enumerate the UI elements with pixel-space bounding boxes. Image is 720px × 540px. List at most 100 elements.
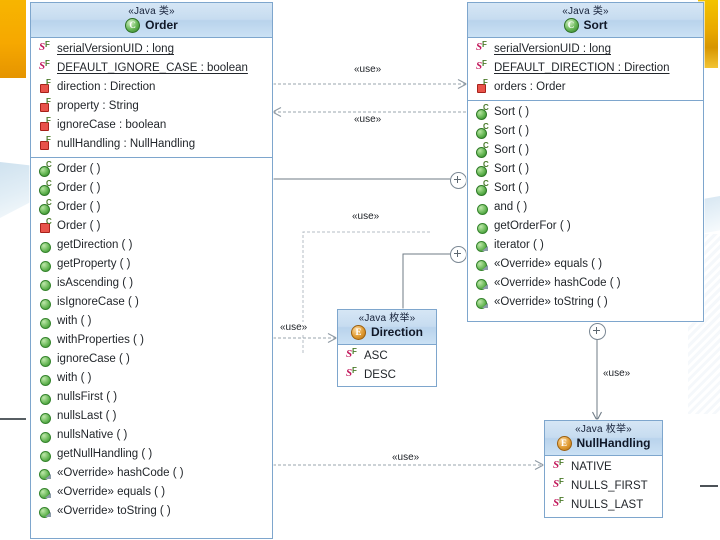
field-row[interactable]: nullHandling : NullHandling (31, 135, 272, 154)
field-compartment-order: serialVersionUID : long DEFAULT_IGNORE_C… (31, 38, 272, 157)
class-title-order: C Order (31, 18, 272, 33)
private-constructor-icon (39, 217, 52, 233)
method-row[interactable]: Sort ( ) (468, 179, 703, 198)
private-field-icon (39, 116, 52, 132)
field-row[interactable]: serialVersionUID : long (468, 40, 703, 59)
method-row[interactable]: ignoreCase ( ) (31, 350, 272, 369)
method-label: nullsLast ( ) (57, 410, 117, 422)
enum-stereotype-direction: «Java 枚举» (358, 313, 416, 324)
public-method-icon (39, 448, 52, 462)
field-label: nullHandling : NullHandling (57, 138, 196, 150)
relation-label-sort-to-direction: «use» (278, 322, 310, 334)
method-label: Sort ( ) (494, 163, 530, 175)
enum-box-nullhandling[interactable]: «Java 枚举» E NullHandling NATIVE NULLS_FI… (544, 420, 663, 518)
method-row[interactable]: «Override» hashCode ( ) (468, 274, 703, 293)
enum-constant-label: DESC (364, 369, 396, 381)
public-method-icon (39, 353, 52, 367)
nested-node-sort-direction[interactable] (450, 246, 467, 263)
method-row[interactable]: isIgnoreCase ( ) (31, 293, 272, 312)
field-row[interactable]: property : String (31, 97, 272, 116)
nested-node-sort-nullhandling[interactable] (589, 323, 606, 340)
method-label: getOrderFor ( ) (494, 220, 571, 232)
method-row[interactable]: getNullHandling ( ) (31, 445, 272, 464)
method-label: Order ( ) (57, 163, 101, 175)
public-constructor-icon (476, 141, 489, 158)
method-row[interactable]: withProperties ( ) (31, 331, 272, 350)
override-method-icon (39, 486, 52, 499)
method-row[interactable]: Order ( ) (31, 198, 272, 217)
enum-title-direction: E Direction (338, 325, 436, 340)
class-header-sort: «Java 类» C Sort (468, 3, 703, 38)
method-label: «Override» hashCode ( ) (494, 277, 621, 289)
enum-constant-row[interactable]: ASC (338, 347, 436, 366)
enum-constant-row[interactable]: DESC (338, 366, 436, 385)
enum-constant-row[interactable]: NATIVE (545, 458, 662, 477)
method-label: «Override» equals ( ) (494, 258, 603, 270)
method-row[interactable]: Order ( ) (31, 160, 272, 179)
private-field-icon (39, 97, 52, 113)
enum-stereotype-nullhandling: «Java 枚举» (575, 424, 632, 435)
method-label: and ( ) (494, 201, 528, 213)
method-label: with ( ) (57, 372, 92, 384)
method-row[interactable]: «Override» equals ( ) (468, 255, 703, 274)
method-row[interactable]: isAscending ( ) (31, 274, 272, 293)
override-method-icon (476, 239, 489, 252)
method-row[interactable]: «Override» equals ( ) (31, 483, 272, 502)
public-method-icon (39, 334, 52, 348)
field-compartment-sort: serialVersionUID : long DEFAULT_DIRECTIO… (468, 38, 703, 100)
field-row[interactable]: ignoreCase : boolean (31, 116, 272, 135)
static-field-icon (39, 40, 52, 56)
method-row[interactable]: nullsFirst ( ) (31, 388, 272, 407)
class-title-sort: C Sort (468, 18, 703, 33)
field-label: direction : Direction (57, 81, 156, 93)
field-row[interactable]: DEFAULT_IGNORE_CASE : boolean (31, 59, 272, 78)
method-label: Order ( ) (57, 201, 101, 213)
method-row[interactable]: Sort ( ) (468, 160, 703, 179)
java-class-icon: C (563, 18, 579, 33)
public-method-icon (39, 315, 52, 329)
public-method-icon (39, 391, 52, 405)
method-label: «Override» toString ( ) (494, 296, 608, 308)
method-row[interactable]: «Override» hashCode ( ) (31, 464, 272, 483)
method-row[interactable]: «Override» toString ( ) (468, 293, 703, 312)
method-row[interactable]: Order ( ) (31, 217, 272, 236)
enum-header-direction: «Java 枚举» E Direction (338, 310, 436, 345)
constant-compartment-nullhandling: NATIVE NULLS_FIRST NULLS_LAST (545, 456, 662, 518)
method-row[interactable]: and ( ) (468, 198, 703, 217)
method-label: «Override» hashCode ( ) (57, 467, 184, 479)
method-label: nullsFirst ( ) (57, 391, 118, 403)
enum-constant-label: NULLS_LAST (571, 499, 644, 511)
method-row[interactable]: getProperty ( ) (31, 255, 272, 274)
field-row[interactable]: serialVersionUID : long (31, 40, 272, 59)
enum-constant-row[interactable]: NULLS_LAST (545, 496, 662, 515)
method-row[interactable]: Sort ( ) (468, 103, 703, 122)
relation-label-order-to-sort: «use» (352, 64, 384, 76)
field-row[interactable]: direction : Direction (31, 78, 272, 97)
enum-box-direction[interactable]: «Java 枚举» E Direction ASC DESC (337, 309, 437, 387)
method-row[interactable]: getOrderFor ( ) (468, 217, 703, 236)
method-row[interactable]: getDirection ( ) (31, 236, 272, 255)
method-row[interactable]: «Override» toString ( ) (31, 502, 272, 521)
method-row[interactable]: Sort ( ) (468, 122, 703, 141)
enum-constant-row[interactable]: NULLS_FIRST (545, 477, 662, 496)
enum-header-nullhandling: «Java 枚举» E NullHandling (545, 421, 662, 456)
class-box-order[interactable]: «Java 类» C Order serialVersionUID : long… (30, 2, 273, 539)
field-row[interactable]: orders : Order (468, 78, 703, 97)
method-row[interactable]: Sort ( ) (468, 141, 703, 160)
method-row[interactable]: with ( ) (31, 369, 272, 388)
nested-node-order-sort[interactable] (450, 172, 467, 189)
method-label: Order ( ) (57, 182, 101, 194)
decor-gold-bar-left (0, 0, 26, 78)
class-box-sort[interactable]: «Java 类» C Sort serialVersionUID : long … (467, 2, 704, 322)
method-row[interactable]: nullsNative ( ) (31, 426, 272, 445)
method-row[interactable]: nullsLast ( ) (31, 407, 272, 426)
private-field-icon (39, 135, 52, 151)
method-label: nullsNative ( ) (57, 429, 128, 441)
field-row[interactable]: DEFAULT_DIRECTION : Direction (468, 59, 703, 78)
private-field-icon (39, 78, 52, 94)
method-row[interactable]: with ( ) (31, 312, 272, 331)
public-method-icon (39, 429, 52, 443)
method-row[interactable]: iterator ( ) (468, 236, 703, 255)
method-label: getNullHandling ( ) (57, 448, 153, 460)
method-row[interactable]: Order ( ) (31, 179, 272, 198)
